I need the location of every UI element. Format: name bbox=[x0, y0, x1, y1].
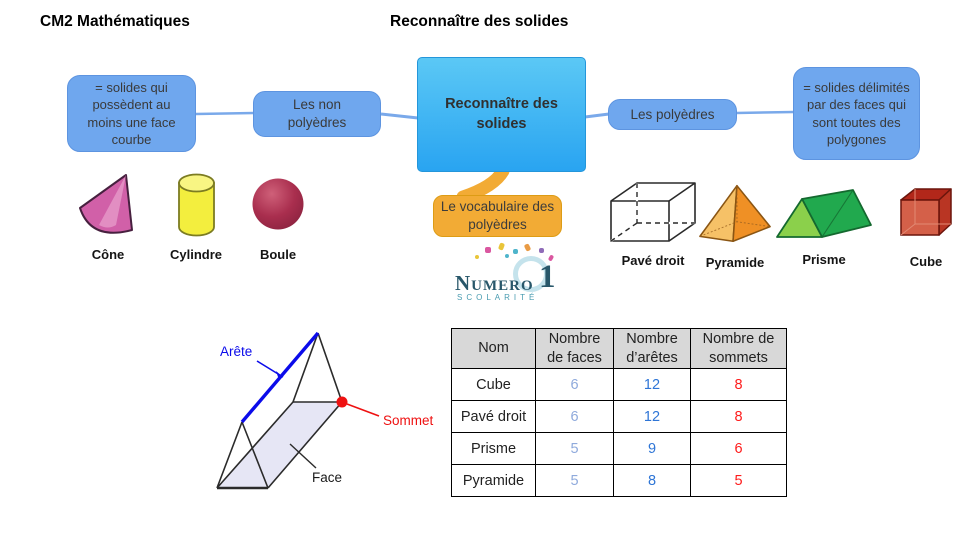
column-header-vertices: Nombre de sommets bbox=[690, 328, 787, 369]
vertices-count: 8 bbox=[690, 368, 787, 401]
pyramid-icon bbox=[699, 184, 771, 243]
labelled-prism-diagram: Arête Sommet Face bbox=[216, 331, 434, 490]
sphere-figure: Boule bbox=[240, 175, 316, 262]
logo-ring bbox=[513, 256, 549, 292]
shape-label: Cône bbox=[91, 247, 125, 262]
edge-label: Arête bbox=[220, 344, 252, 359]
table-row: Pyramide 5 8 5 bbox=[451, 464, 787, 497]
table-row: Pavé droit 6 12 8 bbox=[451, 400, 787, 433]
polyhedra-branch: Les polyèdres bbox=[608, 99, 737, 130]
shape-label: Cylindre bbox=[169, 247, 222, 262]
shape-label: Pavé droit bbox=[621, 253, 685, 268]
cone-icon bbox=[79, 174, 133, 234]
vertices-count: 8 bbox=[690, 400, 787, 433]
mindmap-center-node: Reconnaître des solides bbox=[417, 57, 586, 172]
shape-label: Prisme bbox=[802, 252, 846, 267]
lesson-title: Reconnaître des solides bbox=[390, 13, 569, 30]
cuboid-icon bbox=[610, 182, 696, 242]
solid-name: Pavé droit bbox=[451, 400, 536, 433]
cuboid-figure: Pavé droit bbox=[605, 177, 701, 268]
pyramid-figure: Pyramide bbox=[697, 181, 773, 270]
cube-icon bbox=[900, 188, 952, 236]
cube-figure: Cube bbox=[893, 186, 959, 269]
faces-count: 6 bbox=[535, 400, 614, 433]
table-header-row: Nom Nombre de faces Nombre d’arêtes Nomb… bbox=[451, 328, 787, 369]
vertex-dot bbox=[336, 396, 348, 408]
course-title: CM2 Mathématiques bbox=[40, 13, 190, 30]
sphere-icon bbox=[252, 178, 304, 230]
vertices-count: 6 bbox=[690, 432, 787, 465]
edges-count: 12 bbox=[613, 400, 691, 433]
solids-properties-table: Nom Nombre de faces Nombre d’arêtes Nomb… bbox=[451, 328, 787, 497]
prism-figure: Prisme bbox=[772, 186, 876, 267]
shape-label: Pyramide bbox=[705, 255, 765, 270]
shape-label: Cube bbox=[909, 254, 943, 269]
vertices-count: 5 bbox=[690, 464, 787, 497]
shape-label: Boule bbox=[259, 247, 297, 262]
column-header-edges: Nombre d’arêtes bbox=[613, 328, 691, 369]
solid-name: Prisme bbox=[451, 432, 536, 465]
edges-count: 12 bbox=[613, 368, 691, 401]
cylinder-figure: Cylindre bbox=[156, 172, 236, 262]
non-polyhedra-branch: Les non polyèdres bbox=[253, 91, 381, 137]
polyhedra-definition: = solides délimités par des faces qui so… bbox=[793, 67, 920, 160]
edges-count: 8 bbox=[613, 464, 691, 497]
column-header-name: Nom bbox=[451, 328, 536, 369]
faces-count: 5 bbox=[535, 464, 614, 497]
table-row: Cube 6 12 8 bbox=[451, 368, 787, 401]
non-polyhedra-definition: = solides qui possèdent au moins une fac… bbox=[67, 75, 196, 152]
numero1-scolarite-logo: Numero 1 SCOLARITÉ bbox=[455, 242, 567, 309]
table-row: Prisme 5 9 6 bbox=[451, 432, 787, 465]
column-header-faces: Nombre de faces bbox=[535, 328, 614, 369]
faces-count: 6 bbox=[535, 368, 614, 401]
logo-tagline: SCOLARITÉ bbox=[457, 293, 539, 302]
faces-count: 5 bbox=[535, 432, 614, 465]
vertex-label: Sommet bbox=[383, 413, 434, 428]
face-label: Face bbox=[312, 470, 342, 485]
edges-count: 9 bbox=[613, 432, 691, 465]
solid-name: Pyramide bbox=[451, 464, 536, 497]
prism-icon bbox=[776, 189, 872, 238]
solid-name: Cube bbox=[451, 368, 536, 401]
logo-brand: Numero bbox=[455, 271, 534, 295]
vocabulary-branch: Le vocabulaire des polyèdres bbox=[433, 195, 562, 237]
cylinder-icon bbox=[177, 173, 215, 237]
logo-numeral: 1 bbox=[539, 259, 556, 295]
cone-figure: Cône bbox=[70, 171, 146, 262]
